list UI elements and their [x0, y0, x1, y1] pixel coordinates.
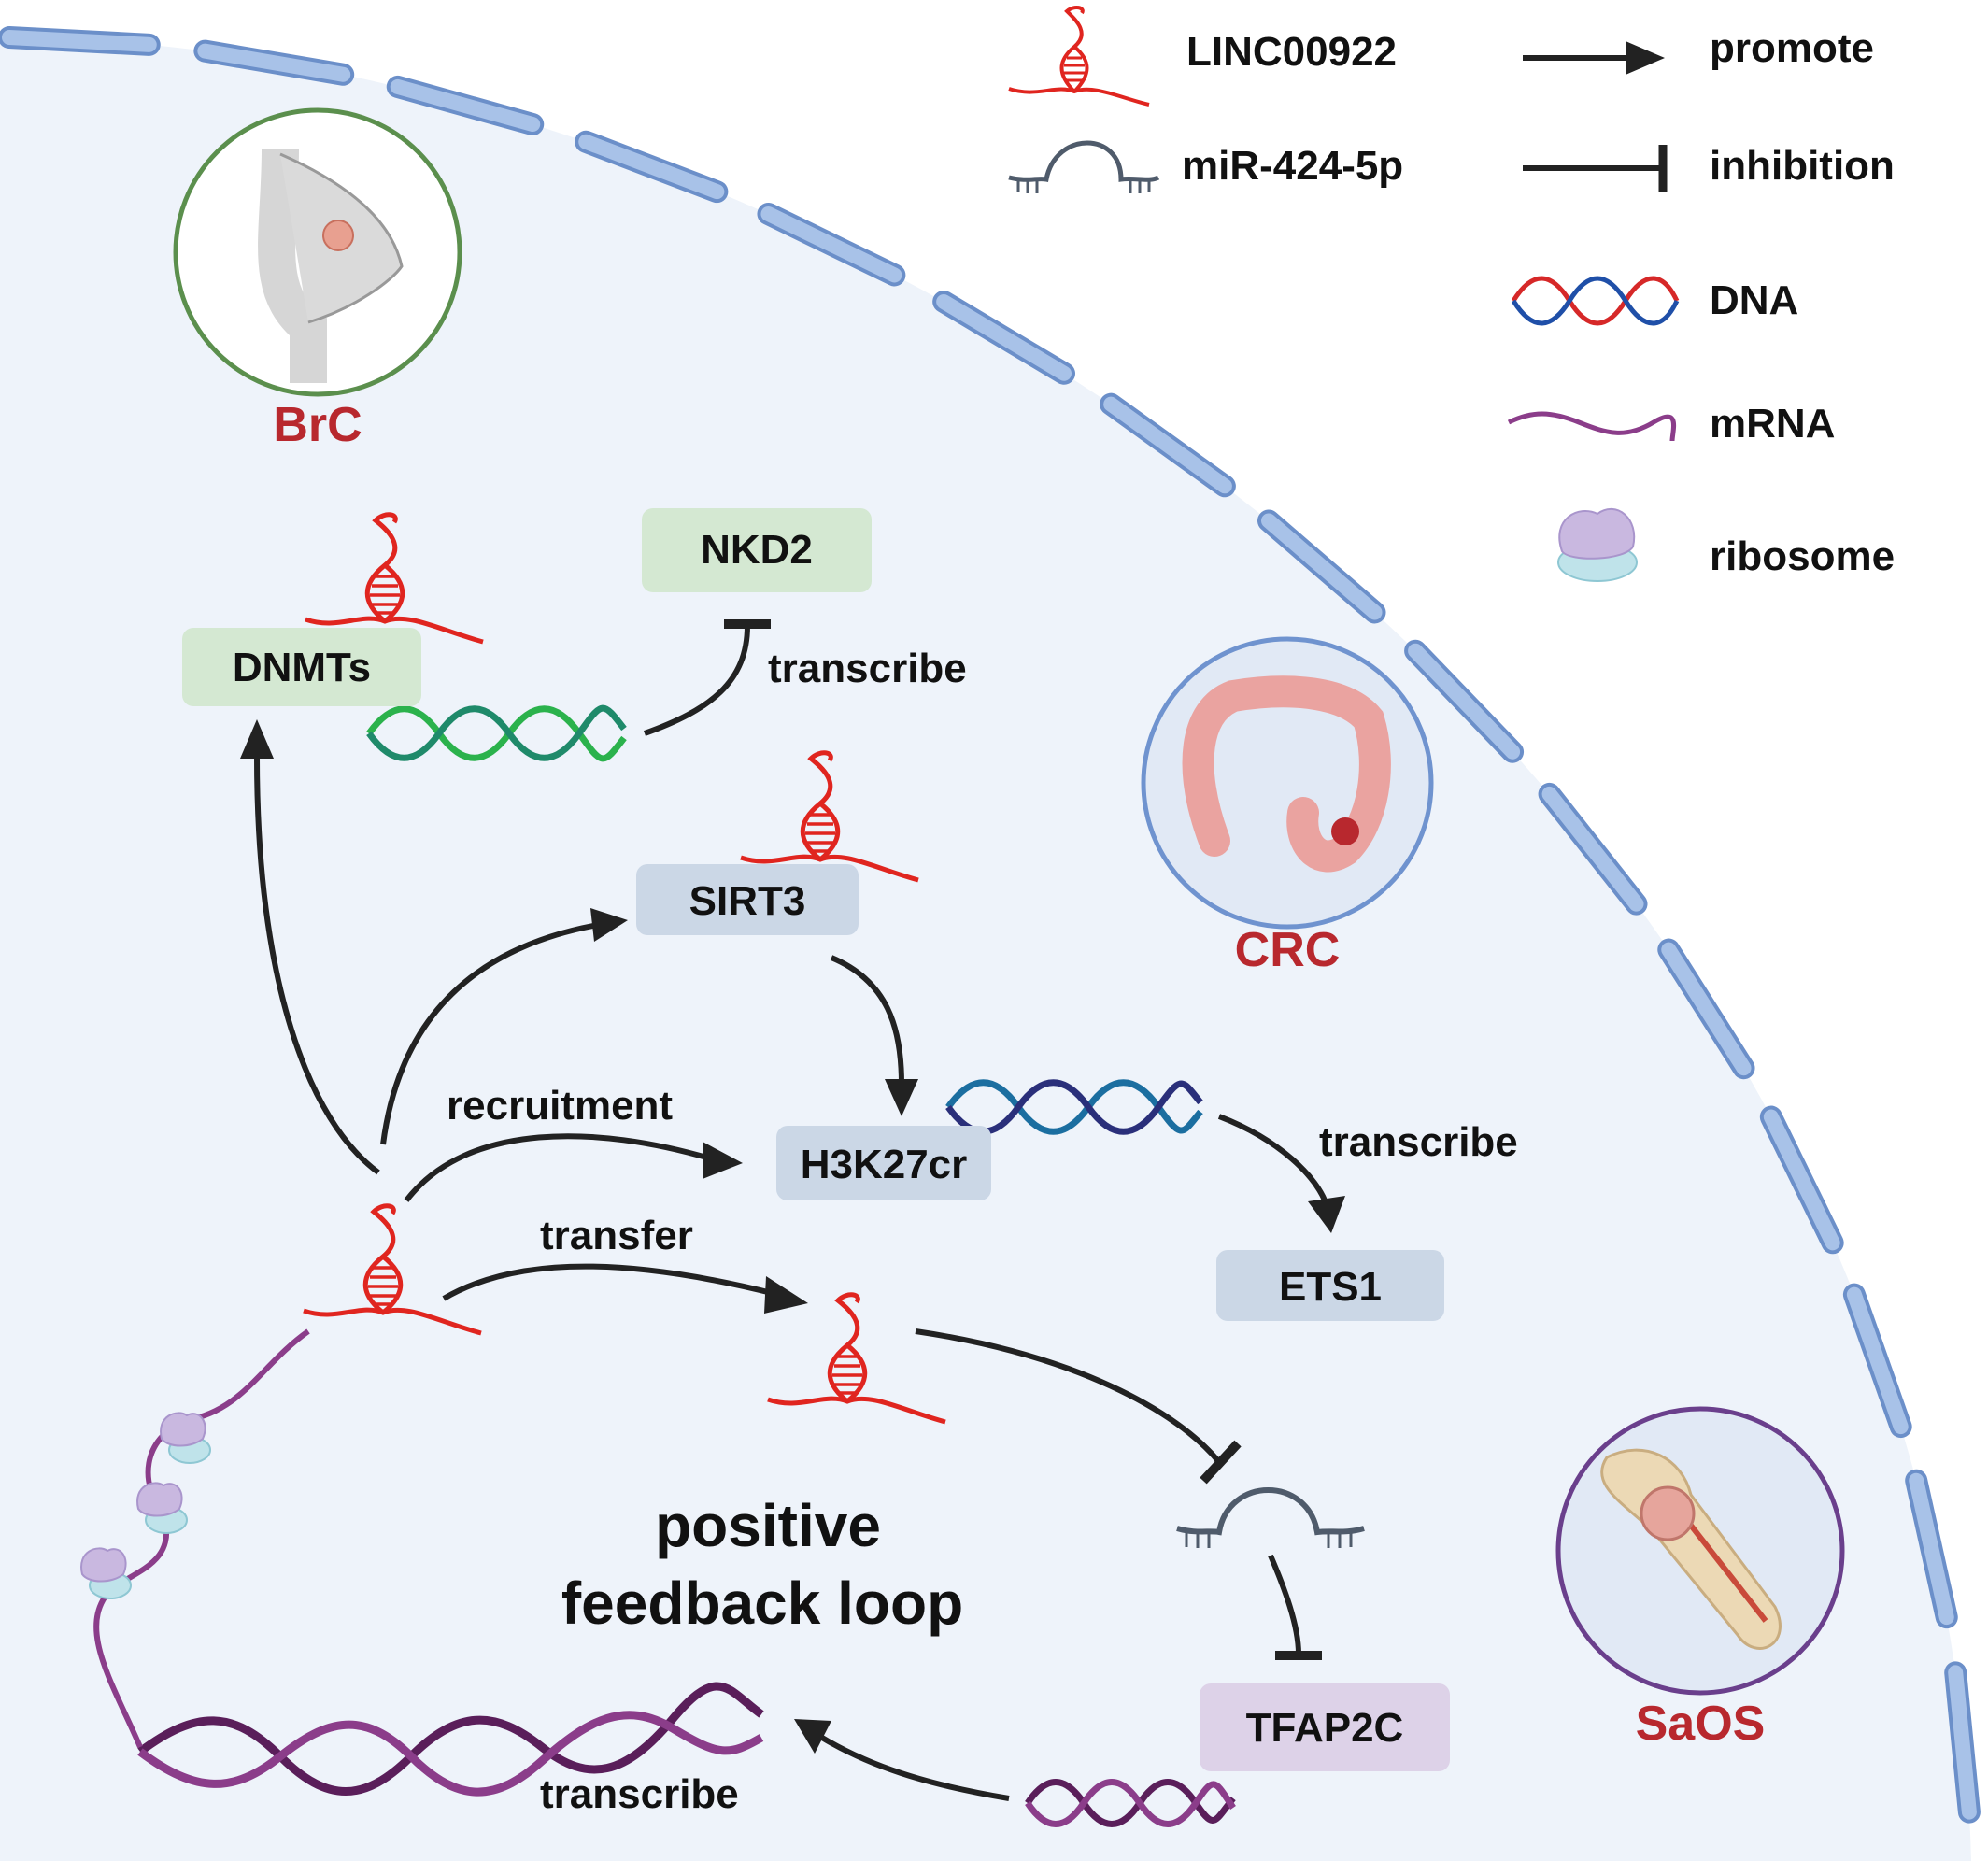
nkd2-dna-helix: [366, 704, 627, 762]
loop-dna-helix: [137, 1682, 764, 1797]
membrane-segment: [1948, 1665, 1977, 1820]
tfap2c-box: [1200, 1683, 1450, 1771]
dnmts-box: [182, 628, 421, 706]
arrow-sirt3-to-h3k27cr: [830, 955, 904, 1085]
arrow-transcribe-loop: [820, 1735, 1010, 1801]
tfap2c-dna-helix: [1025, 1779, 1236, 1827]
membrane-segment: [1763, 1109, 1840, 1251]
membrane-segment: [1541, 786, 1644, 912]
cell-membrane: [0, 26, 1981, 1824]
mirna-icon: [1176, 1487, 1365, 1548]
ets1-label: ETS1: [1279, 1264, 1382, 1310]
arrow-transfer: [442, 1263, 776, 1301]
h3k27cr-label: H3K27cr: [801, 1142, 968, 1187]
membrane-segment: [1661, 942, 1752, 1076]
arrowhead-icon: [794, 1719, 831, 1754]
legend-inhibition-label: inhibition: [1710, 143, 1895, 189]
arrowhead-icon: [240, 719, 274, 759]
loop-title-line2: feedback loop: [561, 1570, 963, 1637]
tfap2c-label: TFAP2C: [1246, 1705, 1404, 1751]
mirna-legend-icon: [1008, 140, 1160, 193]
label-recruitment: recruitment: [447, 1083, 673, 1129]
legend: LINC00922 miR-424-5p promote inhibition …: [1008, 5, 1895, 582]
lncrna-icon: [305, 512, 484, 645]
crc-label: CRC: [1235, 923, 1341, 977]
brc-tissue-circle: [173, 107, 462, 397]
lncrna-icon: [740, 750, 919, 883]
legend-lnc-label: LINC00922: [1186, 29, 1397, 75]
lncrna-legend-icon: [1008, 5, 1150, 107]
cell-interior: [0, 37, 1971, 1861]
colon-tumor-icon: [1331, 817, 1359, 845]
loop-title-line1: positive: [655, 1492, 881, 1559]
mrna-legend-icon: [1507, 411, 1677, 442]
membrane-segment: [760, 206, 902, 283]
legend-dna-label: DNA: [1710, 277, 1798, 323]
arrowhead-icon: [590, 908, 628, 942]
ribosome-icon: [160, 1412, 211, 1464]
membrane-segment: [390, 78, 541, 133]
legend-promote-label: promote: [1710, 25, 1874, 71]
arrow-transcribe-ets1: [1217, 1114, 1329, 1207]
membrane-segment: [1408, 643, 1521, 760]
lncrna-icons: [303, 512, 946, 1425]
breast-tumor-icon: [322, 220, 354, 251]
inhibit-mir-line: [915, 1328, 1222, 1464]
membrane-segment: [936, 293, 1072, 381]
arrow-to-dnmts: [254, 756, 380, 1175]
arrowhead-icon: [703, 1142, 743, 1179]
promote-arrowhead-icon: [1626, 41, 1665, 75]
ribosome-icon: [80, 1547, 132, 1599]
inhibition-bars: [724, 619, 1322, 1660]
legend-ribosome-label: ribosome: [1710, 533, 1895, 579]
bone-tumor-icon: [1640, 1485, 1696, 1541]
membrane-segment: [1103, 396, 1232, 494]
legend-mrna-label: mRNA: [1710, 401, 1835, 447]
nkd2-label: NKD2: [701, 527, 813, 573]
inhibition-bar-icon: [1200, 1440, 1242, 1485]
label-transcribe-nkd2: transcribe: [768, 646, 967, 691]
sirt3-box: [636, 864, 859, 935]
membrane-segment: [1846, 1286, 1909, 1435]
membrane-segment: [197, 43, 351, 82]
label-transfer: transfer: [540, 1213, 693, 1258]
label-transcribe-loop: transcribe: [540, 1771, 739, 1817]
arrowheads: [240, 719, 1345, 1754]
ets1-box: [1216, 1250, 1444, 1321]
membrane-segment: [578, 134, 725, 200]
saos-label: SaOS: [1636, 1697, 1766, 1751]
ribosome-legend-icon: [1557, 508, 1638, 582]
arrowhead-icon: [764, 1276, 808, 1314]
crc-tissue-circle: [1141, 636, 1434, 930]
arrowhead-icon: [1308, 1196, 1345, 1233]
arrow-recruitment: [404, 1133, 711, 1202]
label-transcribe-ets1: transcribe: [1319, 1119, 1518, 1165]
saos-tissue-circle: [1555, 1406, 1845, 1696]
lncrna-icon: [303, 1203, 482, 1336]
ribosome-icon: [136, 1482, 188, 1534]
h3k27cr-box: [776, 1126, 991, 1200]
inhibit-nkd2-line: [643, 625, 750, 736]
legend-mir-label: miR-424-5p: [1182, 143, 1403, 189]
lncrna-icon: [767, 1292, 946, 1425]
inhibit-tfap2c-line: [1268, 1554, 1301, 1655]
nkd2-box: [642, 508, 872, 592]
dna-legend-icon: [1511, 276, 1680, 326]
arrow-to-sirt3: [380, 922, 599, 1145]
membrane-segment: [1909, 1472, 1954, 1626]
membrane-segment: [1261, 513, 1383, 620]
dnmts-label: DNMTs: [233, 645, 371, 690]
pathway-arrows: [254, 625, 1329, 1801]
sirt3-label: SIRT3: [689, 878, 806, 924]
arrowhead-icon: [885, 1079, 918, 1116]
brc-label: BrC: [273, 398, 362, 452]
ets1-dna-helix: [945, 1079, 1203, 1135]
membrane-segment: [1, 30, 157, 52]
